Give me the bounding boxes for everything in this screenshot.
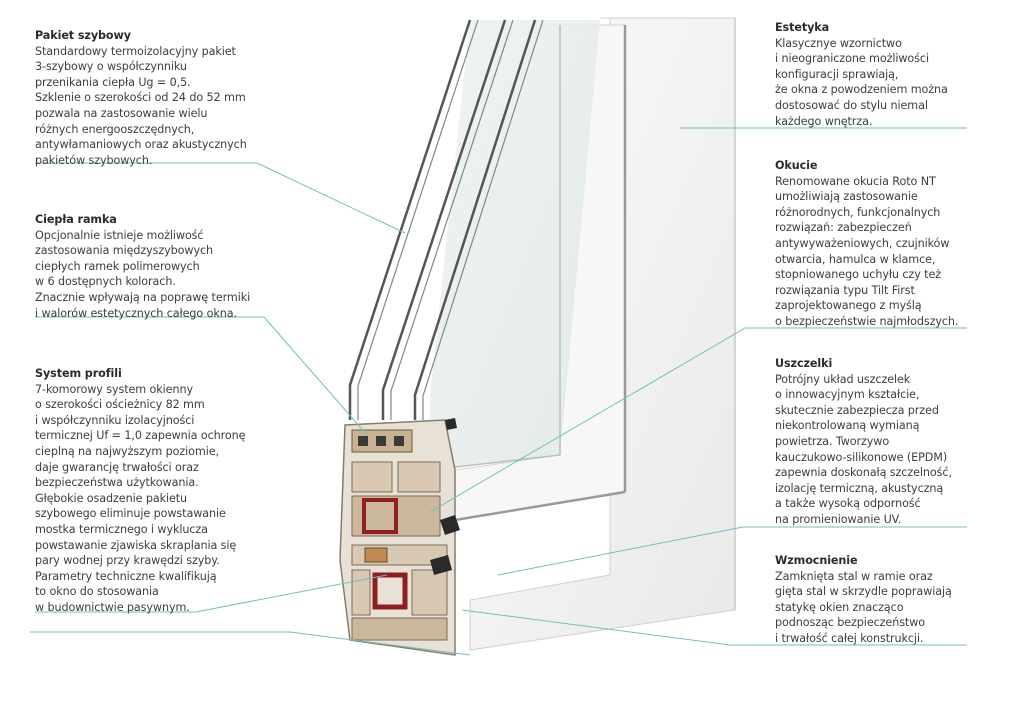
callout-line: Parametry techniczne kwalifikują [35,569,217,583]
callout-line: bezpieczeństwa użytkowania. [35,476,199,490]
leader-line-pakiet [35,162,406,234]
callout-title: Estetyka [775,21,830,34]
callout-line: pozwala na zastosowanie wielu [35,106,208,120]
callout-line: Renomowane okucia Roto NT [775,174,936,188]
callout-line: statykę okien znacząco [775,600,904,614]
callout-line: 3-szybowy o współczynniku [35,60,187,74]
leader-line-okucie [429,327,967,513]
callout-line: rozwiązań: zabezpieczeń [775,221,912,235]
callout-line: zastosowania międzyszybowych [35,244,214,258]
callout-line: i trwałość całej konstrukcji. [775,631,924,645]
callout-line: konfiguracji sprawiają, [775,67,899,81]
callout-line: antywłamaniowych oraz akustycznych [35,138,247,152]
callout-okucie: Okucie Renomowane okucia Roto NT umożliw… [775,158,958,330]
callout-line: różnych energooszczędnych, [35,122,195,136]
profile-cross-section [339,418,460,656]
callout-line: umożliwiają zastosowanie [775,190,918,204]
leader-line-system-2 [30,631,471,656]
callout-line: podnosząc bezpieczeństwo [775,616,926,630]
callout-title: Ciepła ramka [35,213,117,226]
callout-line: pary wodnej przy krawędzi szyby. [35,554,220,568]
callout-line: zapewnia doskonałą szczelność, [775,466,952,480]
callout-line: a także wysoką odporność [775,497,921,511]
callout-line: 7-komorowy system okienny [35,382,193,396]
callout-line: zaprojektowanego z myślą [775,299,922,313]
callout-line: w 6 dostępnych kolorach. [35,275,176,289]
callout-line: pakietów szybowych. [35,153,153,167]
leader-line-wzmocnienie [461,609,967,646]
callout-line: skutecznie zabezpiecza przed [775,403,939,417]
callout-ciepla-ramka: Ciepła ramka Opcjonalnie istnieje możliw… [35,212,250,321]
callout-line: Opcjonalnie istnieje możliwość [35,228,204,242]
callout-line: mostka termicznego i wyklucza [35,522,208,536]
leader-line-ramka [35,316,368,436]
callout-line: stopniowanego uchyłu czy też [775,268,942,282]
callout-line: każdego wnętrza. [775,114,873,128]
callout-title: Wzmocnienie [775,554,858,567]
callout-line: cieplną na najwyższym poziomie, [35,444,219,458]
callout-line: o innowacyjnym kształcie, [775,388,920,402]
callout-title: System profili [35,367,122,380]
callout-line: o bezpieczeństwie najmłodszych. [775,314,959,328]
callout-line: powietrza. Tworzywo [775,434,890,448]
glass-panes [348,19,600,471]
leader-lines [30,127,967,656]
callout-line: Potrójny układ uszczelek [775,372,911,386]
callout-uszczelki: Uszczelki Potrójny układ uszczelek o inn… [775,356,952,528]
callout-pakiet-szybowy: Pakiet szybowy Standardowy termoizolacyj… [35,28,247,168]
callout-line: to okno do stosowania [35,585,159,599]
callout-line: Klasycznye wzornictwo [775,36,902,50]
callout-line: i nieograniczone możliwości [775,52,929,66]
callout-line: szybowego eliminuje powstawanie [35,507,226,521]
callout-title: Uszczelki [775,357,833,370]
callout-line: różnorodnych, funkcjonalnych [775,205,941,219]
callout-wzmocnienie: Wzmocnienie Zamknięta stal w ramie oraz … [775,553,952,647]
callout-line: kauczukowo-silikonowe (EPDM) [775,450,948,464]
callout-line: otwarcia, hamulca w klamce, [775,252,936,266]
callout-line: na promieniowanie UV. [775,512,902,526]
callout-line: izolację termiczną, akustyczną [775,481,944,495]
leader-line-system [35,574,388,613]
callout-system-profili: System profili 7-komorowy system okienny… [35,366,246,616]
callout-line: że okna z powodzeniem można [775,83,948,97]
callout-title: Pakiet szybowy [35,29,131,42]
callout-title: Okucie [775,159,818,172]
callout-line: w budownictwie pasywnym. [35,600,190,614]
callout-line: gięta stal w skrzydle poprawiają [775,585,952,599]
callout-line: daje gwarancję trwałości oraz [35,460,199,474]
callout-line: ciepłych ramek polimerowych [35,259,200,273]
callout-estetyka: Estetyka Klasycznye wzornictwo i nieogra… [775,20,948,129]
callout-line: niekontrolowaną wymianą [775,419,920,433]
callout-line: o szerokości ościeżnicy 82 mm [35,398,205,412]
callout-line: dostosować do stylu niemal [775,98,928,112]
callout-line: i współczynniku izolacyjności [35,413,195,427]
callout-line: i walorów estetycznych całego okna. [35,306,237,320]
callout-line: przenikania ciepła Ug = 0,5. [35,75,191,89]
callout-line: Zamknięta stal w ramie oraz [775,569,933,583]
callout-line: powstawanie zjawiska skraplania się [35,538,237,552]
callout-line: Znacznie wpływają na poprawę termiki [35,290,251,304]
callout-line: rozwiązania typu Tilt First [775,283,915,297]
callout-line: Szklenie o szerokości od 24 do 52 mm [35,91,246,105]
callout-line: antywyważeniowych, czujników [775,236,950,250]
callout-line: termicznej Uf = 1,0 zapewnia ochronę [35,429,246,443]
callout-line: Standardowy termoizolacyjny pakiet [35,44,236,58]
callout-line: Głębokie osadzenie pakietu [35,491,188,505]
leader-line-uszczelki [497,526,967,576]
